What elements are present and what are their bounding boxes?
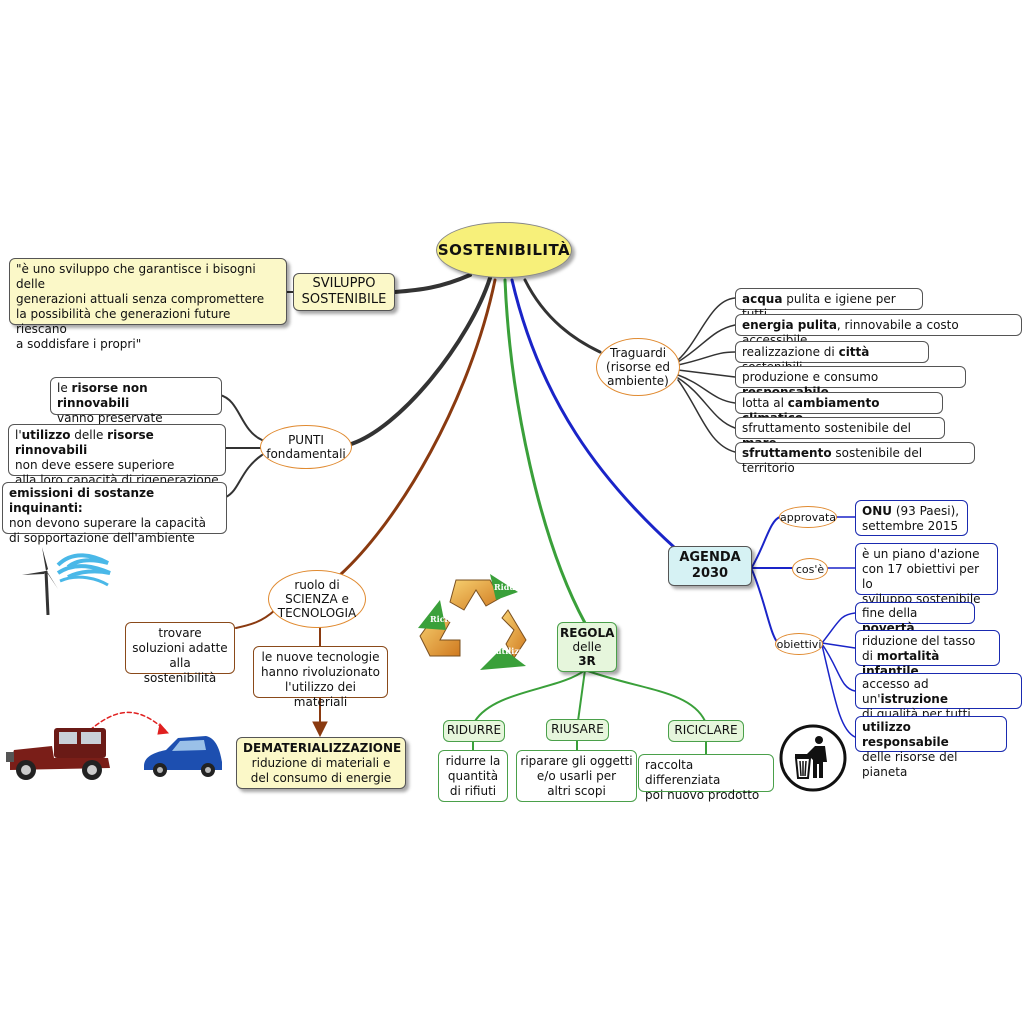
- scienza-label-3: TECNOLOGIA: [277, 606, 357, 620]
- riciclare-label: RICICLARE: [674, 723, 738, 737]
- vintage-car-icon: [6, 728, 110, 780]
- traguardi-label-2: (risorse ed: [606, 360, 670, 374]
- nuove-line-1: le nuove tecnologie: [261, 650, 380, 664]
- punti-label-2: fondamentali: [266, 447, 346, 461]
- punti-item-risorse-non-rinnovabili[interactable]: le risorse non rinnovabili vanno preserv…: [50, 377, 222, 425]
- riciclare-node[interactable]: RICICLARE: [668, 720, 744, 742]
- scienza-label-2: SCIENZA e: [285, 592, 349, 606]
- central-title: SOSTENIBILITÀ: [437, 240, 571, 259]
- traguardi-label-1: Traguardi: [609, 346, 667, 360]
- riciclare-description: raccolta differenziata poi nuovo prodott…: [638, 754, 774, 802]
- regola-3r-node[interactable]: REGOLA delle 3R: [557, 622, 617, 672]
- agenda-2030-node[interactable]: AGENDA 2030: [668, 546, 752, 586]
- definition-line-3: la possibilità che generazioni future ri…: [16, 307, 231, 336]
- traguardo-produzione[interactable]: produzione e consumo responsabile: [735, 366, 966, 399]
- traguardo-territorio[interactable]: sfruttamento sostenibile del territorio: [735, 442, 975, 475]
- punti-fondamentali-node[interactable]: PUNTI fondamentali: [260, 425, 352, 469]
- traguardo-clima[interactable]: lotta al cambiamento climatico: [735, 392, 943, 425]
- demat-line-2: del consumo di energie: [250, 771, 392, 785]
- traguardi-node[interactable]: Traguardi (risorse ed ambiente): [596, 338, 680, 396]
- punti-item3-line3: di sopportazione dell'ambiente: [9, 531, 195, 545]
- central-node[interactable]: SOSTENIBILITÀ: [436, 222, 572, 278]
- scienza-tecnologia-node[interactable]: ruolo di SCIENZA e TECNOLOGIA: [268, 570, 366, 628]
- trovare-line-1: trovare: [158, 626, 202, 640]
- wind-turbine-icon: [22, 547, 111, 615]
- traguardo-citta[interactable]: realizzazione di città sostenibili: [735, 341, 929, 374]
- riusare-label: RIUSARE: [551, 722, 604, 736]
- agenda-line-2: 2030: [691, 566, 729, 581]
- obiettivi-tag[interactable]: obiettivi: [775, 633, 823, 655]
- demat-line-1: riduzione di materiali e: [251, 756, 391, 770]
- obiettivo-istruzione[interactable]: accesso ad un'istruzione di qualità per …: [855, 673, 1022, 721]
- riusare-node[interactable]: RIUSARE: [546, 719, 609, 741]
- nuove-line-2: hanno rivoluzionato: [261, 665, 380, 679]
- recycle-label-riduci: Riduci: [494, 582, 523, 592]
- electric-car-icon: [144, 736, 222, 777]
- punti-item-risorse-rinnovabili[interactable]: l'utilizzo delle risorse rinnovabili non…: [8, 424, 226, 487]
- risorse-non-rinnovabili-bold: risorse non rinnovabili: [57, 381, 148, 410]
- emissioni-bold: emissioni di sostanze inquinanti:: [9, 486, 155, 515]
- traguardo-acqua[interactable]: acqua pulita e igiene per tutti: [735, 288, 923, 321]
- obiettivo-risorse[interactable]: utilizzo responsabile delle risorse del …: [855, 716, 1007, 779]
- trovare-line-2: soluzioni adatte: [132, 641, 228, 655]
- obiettivo-mortalita[interactable]: riduzione del tasso di mortalità infanti…: [855, 630, 1000, 678]
- recycle-icon: Riduci Ricicla Riutilizza: [418, 574, 529, 670]
- sviluppo-sostenibile-node[interactable]: SVILUPPO SOSTENIBILE: [293, 273, 395, 311]
- punti-label-1: PUNTI: [288, 433, 324, 447]
- definition-line-1: "è uno sviluppo che garantisce i bisogni…: [16, 262, 256, 291]
- punti-item2-line2: non deve essere superiore: [15, 458, 175, 472]
- scienza-label-1: ruolo di: [294, 578, 340, 592]
- trash-bin-icon: [779, 724, 847, 792]
- dematerializzazione-node[interactable]: DEMATERIALIZZAZIONE riduzione di materia…: [236, 737, 406, 789]
- dematerializzazione-title: DEMATERIALIZZAZIONE: [243, 741, 402, 755]
- regola-line-3: 3R: [578, 654, 596, 668]
- trovare-soluzioni-node[interactable]: trovare soluzioni adatte alla sostenibil…: [125, 622, 235, 685]
- regola-line-2: delle: [572, 640, 602, 654]
- recycle-label-ricicla: Ricicla: [430, 614, 461, 624]
- trovare-line-3: alla sostenibilità: [143, 656, 217, 685]
- traguardo-energia[interactable]: energia pulita, rinnovabile a costo acce…: [735, 314, 1022, 347]
- riusare-description: riparare gli oggetti e/o usarli per altr…: [516, 750, 637, 802]
- nuove-line-3: l'utilizzo dei materiali: [284, 680, 357, 709]
- obiettivo-poverta[interactable]: fine della povertà: [855, 602, 975, 635]
- ridurre-description: ridurre la quantità di rifiuti: [438, 750, 508, 802]
- ridurre-node[interactable]: RIDURRE: [443, 720, 505, 742]
- cose-tag[interactable]: cos'è: [792, 558, 828, 580]
- punti-item-emissioni[interactable]: emissioni di sostanze inquinanti: non de…: [2, 482, 227, 545]
- recycle-label-riutilizza: Riutilizza: [486, 646, 529, 656]
- punti-item3-line2: non devono superare la capacità: [9, 516, 206, 530]
- onu-node[interactable]: ONU (93 Paesi), settembre 2015: [855, 500, 968, 536]
- sviluppo-label-1: SVILUPPO: [312, 276, 376, 291]
- sviluppo-label-2: SOSTENIBILE: [301, 292, 387, 307]
- definition-line-2: generazioni attuali senza compromettere: [16, 292, 265, 306]
- approvata-tag[interactable]: approvata: [779, 506, 837, 528]
- ridurre-label: RIDURRE: [446, 723, 502, 737]
- regola-line-1: REGOLA: [560, 626, 615, 640]
- punti-item1-line2: vanno preservate: [57, 411, 163, 425]
- nuove-tecnologie-node[interactable]: le nuove tecnologie hanno rivoluzionato …: [253, 646, 388, 709]
- definition-line-4: a soddisfare i propri": [16, 337, 142, 351]
- sviluppo-definition: "è uno sviluppo che garantisce i bisogni…: [9, 258, 287, 351]
- piano-azione-node[interactable]: è un piano d'azione con 17 obiettivi per…: [855, 543, 998, 606]
- traguardi-label-3: ambiente): [607, 374, 669, 388]
- agenda-line-1: AGENDA: [679, 550, 741, 565]
- traguardo-mare[interactable]: sfruttamento sostenibile del mare: [735, 417, 945, 450]
